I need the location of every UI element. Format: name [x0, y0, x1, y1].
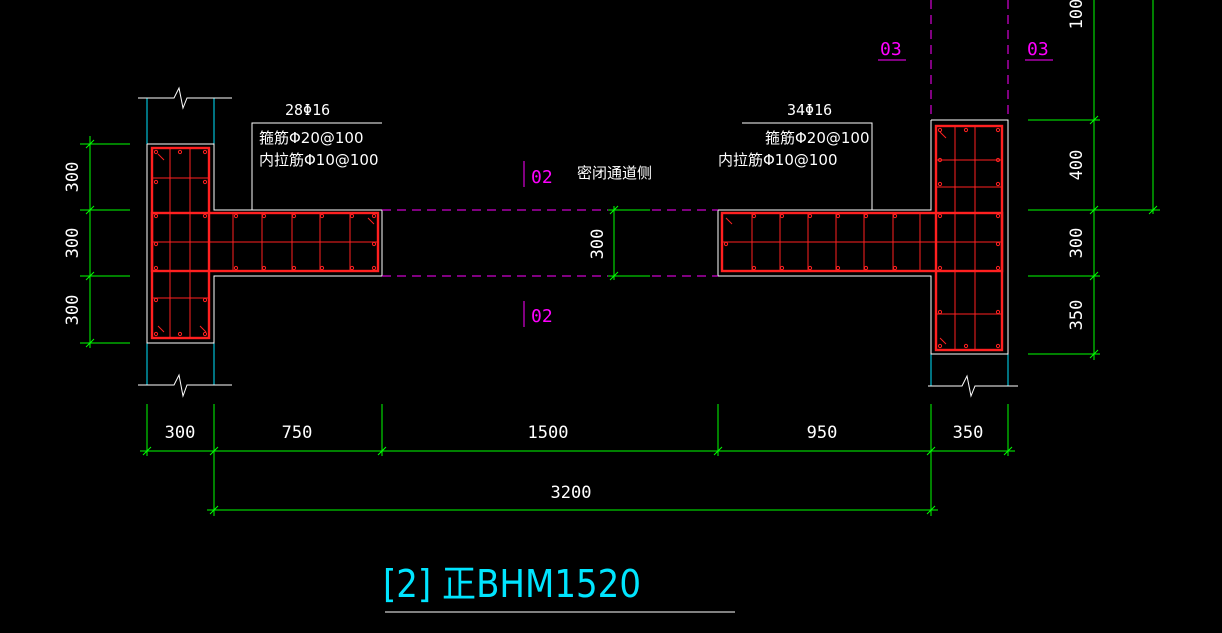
- left-stirrup-label: 箍筋Φ20@100: [259, 129, 364, 147]
- right-stirrup-label: 箍筋Φ20@100: [765, 129, 870, 147]
- right-dim-1: 100: [1067, 0, 1087, 29]
- left-pier: 28Φ16 箍筋Φ20@100 内拉筋Φ10@100: [138, 86, 383, 398]
- left-pier-outline: [146, 143, 383, 344]
- break-line: [138, 373, 232, 398]
- title-text: [2] 正BHM1520: [383, 562, 641, 606]
- right-dim-3: 300: [1067, 228, 1087, 259]
- h-dim-2: 750: [282, 423, 313, 443]
- left-column-stirrup: [150, 146, 211, 340]
- right-dim-4: 350: [1067, 300, 1087, 331]
- h-dim-5: 350: [953, 423, 984, 443]
- break-line: [928, 374, 1018, 398]
- section-tag-03-right: 03: [1027, 39, 1049, 60]
- left-rebar-leader: [251, 122, 382, 210]
- left-vertical-dims: 300 300 300: [63, 136, 130, 348]
- left-dim-1: 300: [63, 162, 83, 193]
- left-main-rebar-label: 28Φ16: [285, 101, 330, 119]
- opening-side-label: 密闭通道侧: [577, 164, 652, 182]
- overall-dim: 3200: [551, 483, 592, 503]
- right-main-rebar-label: 34Φ16: [787, 101, 832, 119]
- opening: 密闭通道侧 02 02 300: [382, 0, 1009, 327]
- left-internal-ties: [152, 148, 378, 338]
- opening-height-dim: 300: [588, 229, 608, 260]
- section-tag-03-left: 03: [880, 39, 902, 60]
- section-tag-top: 02: [531, 167, 553, 188]
- h-dim-1: 300: [165, 423, 196, 443]
- right-rebar-leader: [742, 122, 873, 210]
- right-internal-ties: [722, 126, 1002, 350]
- h-dim-3: 1500: [528, 423, 569, 443]
- right-pier-outline: [717, 119, 1009, 355]
- left-tie-label: 内拉筋Φ10@100: [259, 151, 379, 169]
- h-dim-4: 950: [807, 423, 838, 443]
- left-rebar-dots: [153, 149, 377, 337]
- section-tag-bottom: 02: [531, 306, 553, 327]
- right-pier: 34Φ16 箍筋Φ20@100 内拉筋Φ10@100: [717, 101, 1018, 398]
- right-dim-2: 400: [1067, 150, 1087, 181]
- left-dim-3: 300: [63, 295, 83, 326]
- left-dim-2: 300: [63, 228, 83, 259]
- right-vertical-dims: 100 400 300 350: [1028, 0, 1160, 360]
- drawing-title: [2] 正BHM1520: [383, 562, 735, 613]
- break-line: [138, 86, 232, 110]
- horizontal-dims: 300 750 1500 950 350 3200: [140, 404, 1015, 516]
- right-rebar-dots: [723, 127, 1001, 349]
- right-tie-label: 内拉筋Φ10@100: [718, 151, 838, 169]
- section-tags-03: 03 03: [878, 39, 1053, 61]
